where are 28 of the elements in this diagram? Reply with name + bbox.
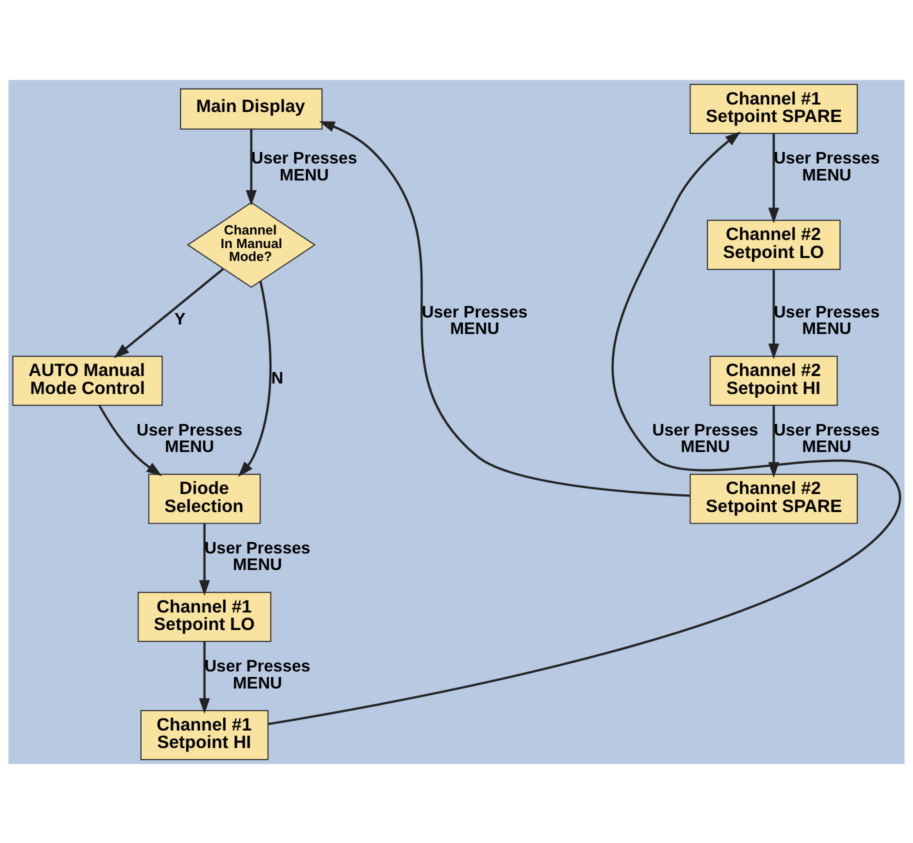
node-box: Channel #2 Setpoint SPARE (690, 473, 858, 524)
arrow (768, 133, 780, 223)
arrow (199, 641, 210, 714)
node-box: Diode Selection (148, 473, 261, 524)
node-box: Channel #2 Setpoint LO (706, 219, 841, 270)
arrow (319, 120, 690, 496)
edge-label: User Presses MENU (422, 302, 528, 338)
node-diamond: Channel In Manual Mode? (186, 201, 316, 288)
node-box: Channel #1 Setpoint SPARE (690, 83, 858, 134)
node-box: Main Display (180, 88, 323, 130)
edge-label: N (271, 368, 284, 388)
arrow (114, 268, 224, 358)
arrow (199, 522, 210, 596)
arrow (768, 269, 780, 359)
edge-label: User Presses MENU (136, 420, 242, 456)
edge-label: Y (174, 309, 186, 328)
arrow (238, 280, 272, 476)
arrow (768, 404, 780, 478)
node-box: Channel #1 Setpoint LO (138, 591, 272, 642)
edge-label: User Presses MENU (652, 420, 758, 456)
arrow (246, 128, 257, 206)
arrow (98, 404, 162, 476)
arrow (268, 130, 901, 725)
edge-label: User Presses MENU (204, 656, 310, 692)
edge-label: User Presses MENU (204, 538, 310, 574)
node-box: Channel #1 Setpoint HI (140, 709, 269, 760)
node-box: AUTO Manual Mode Control (12, 355, 163, 406)
node-box: Channel #2 Setpoint HI (710, 355, 838, 406)
